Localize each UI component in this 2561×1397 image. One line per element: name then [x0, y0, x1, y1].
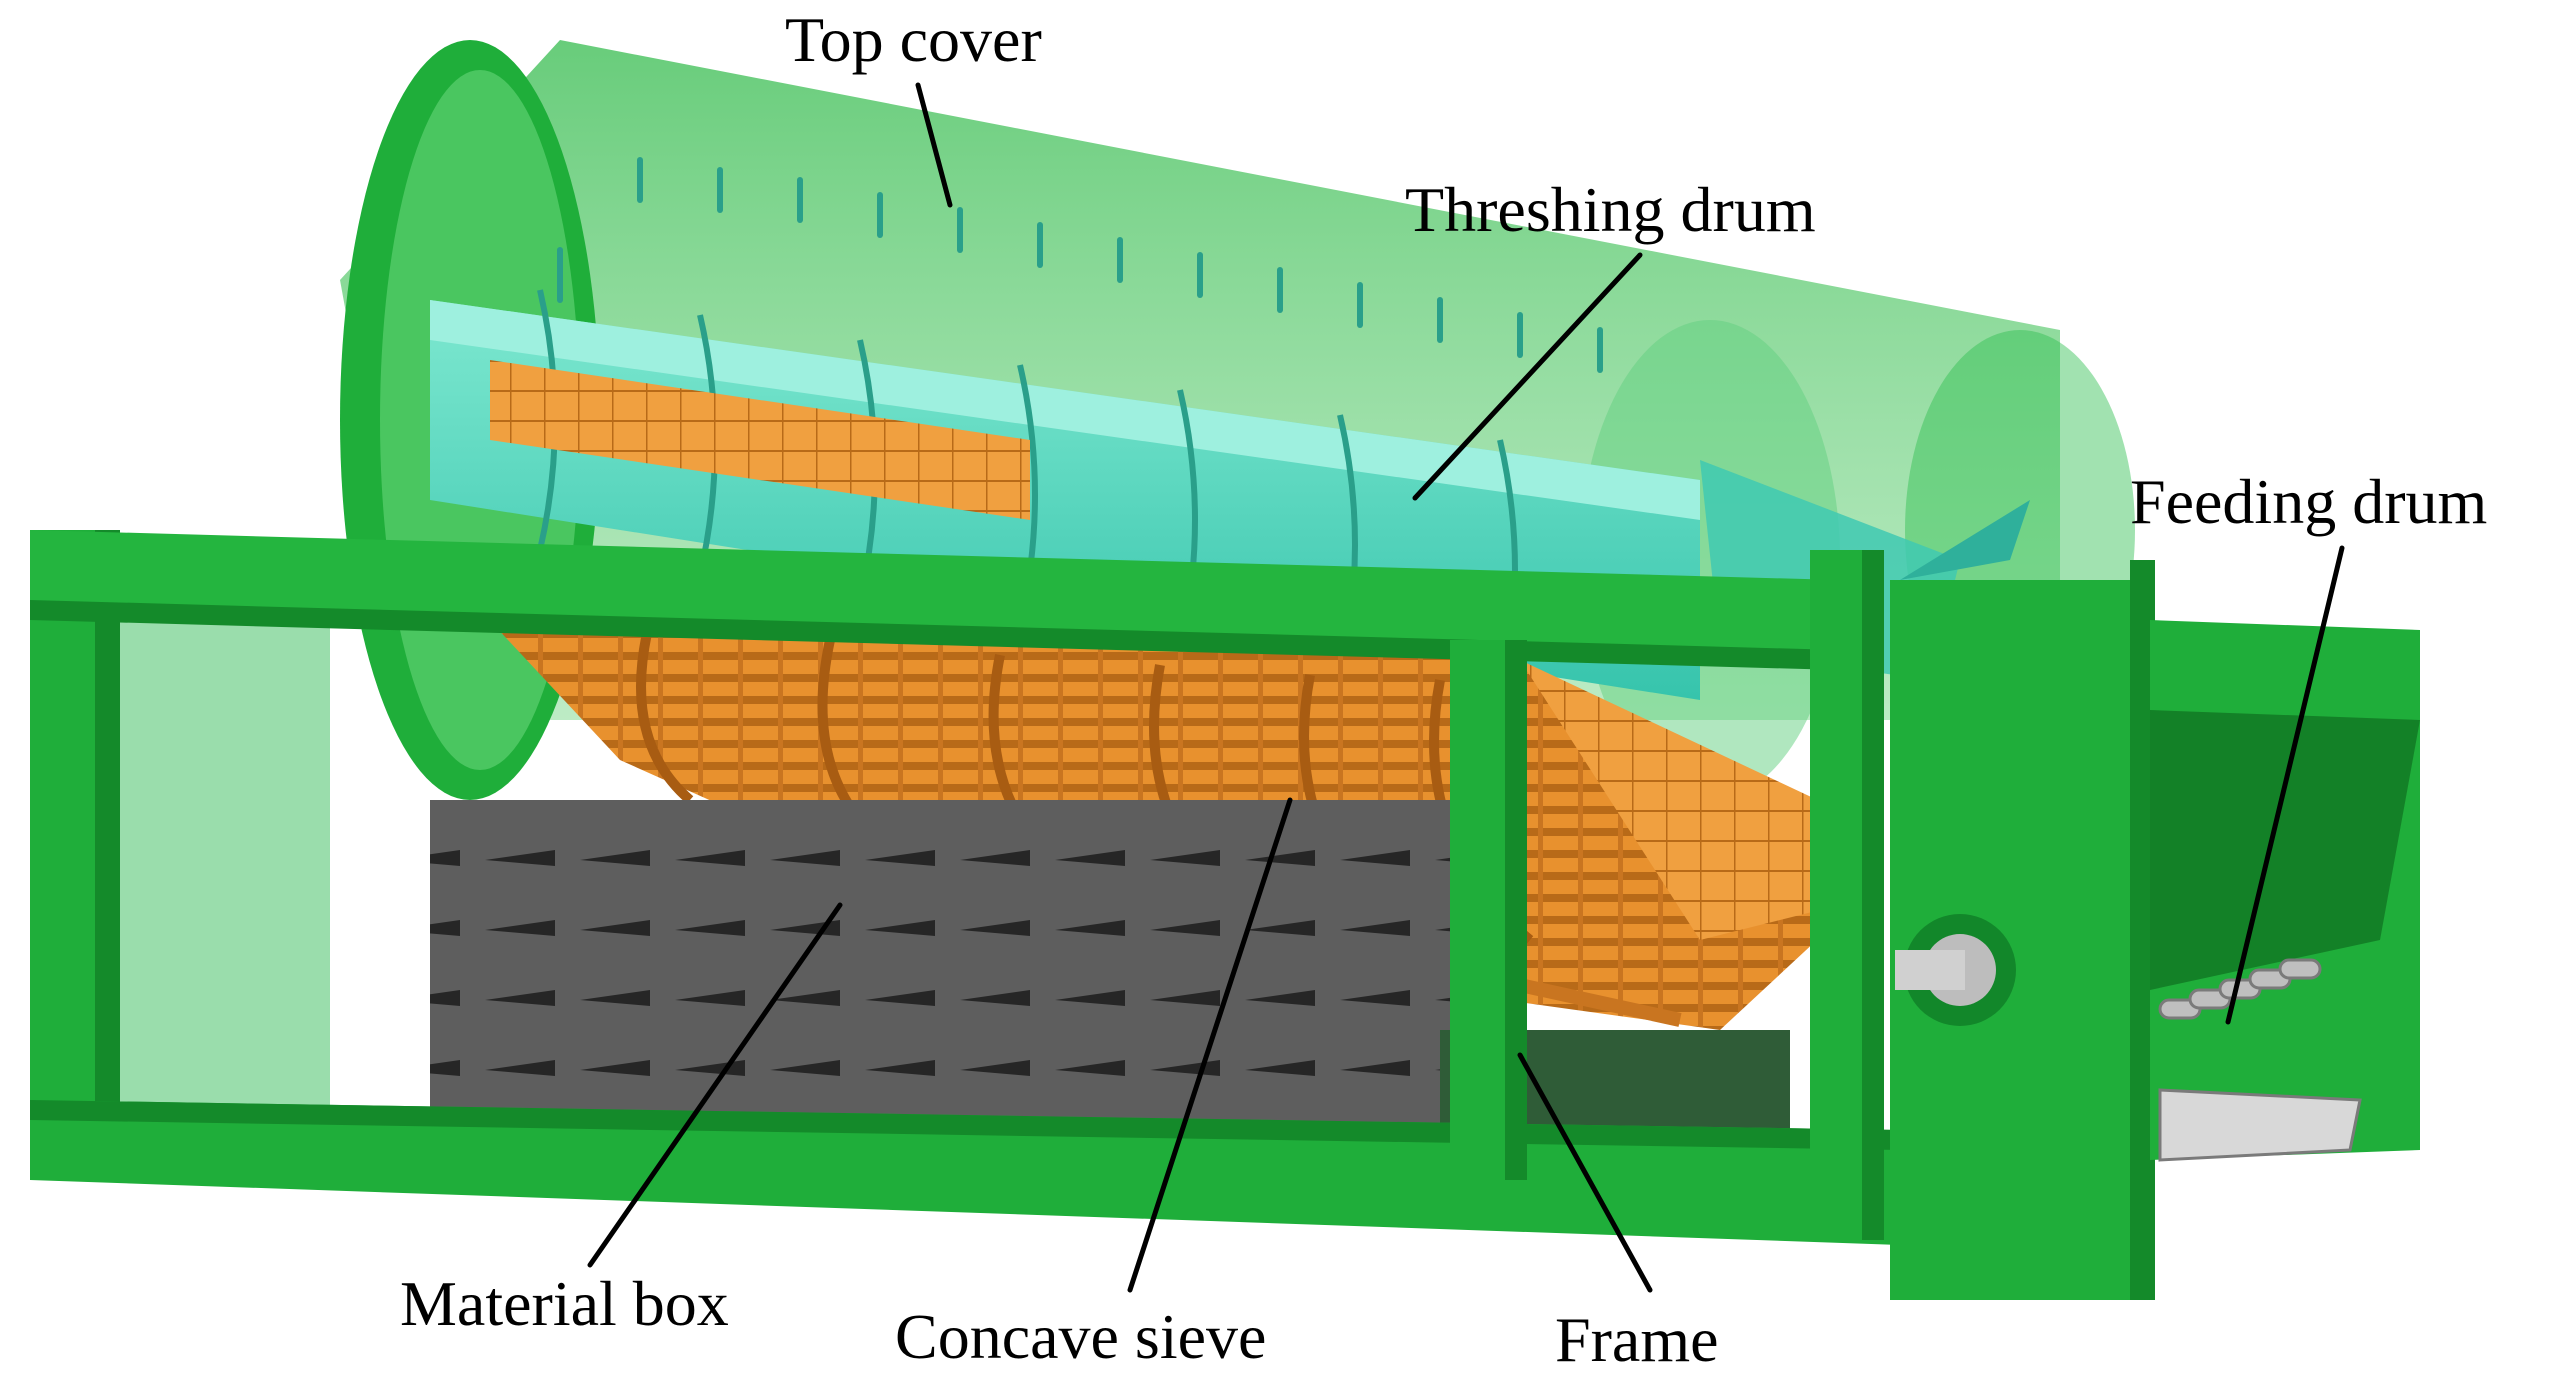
label-concave-sieve: Concave sieve [895, 1301, 1267, 1372]
leader-concave-sieve [1127, 797, 1293, 1293]
leader-threshing-drum [1412, 252, 1643, 501]
frame [30, 530, 2420, 1300]
leader-feeding-drum [2225, 545, 2345, 1025]
feeding-drum-teeth [2158, 958, 2362, 1162]
label-material-box: Material box [400, 1268, 729, 1339]
label-feeding-drum: Feeding drum [2130, 466, 2488, 537]
label-frame: Frame [1555, 1304, 1719, 1375]
leader-material-box [587, 902, 843, 1268]
leader-lines [587, 82, 2345, 1293]
label-threshing-drum: Threshing drum [1405, 174, 1816, 245]
leader-frame [1517, 1052, 1653, 1293]
label-top-cover: Top cover [785, 4, 1042, 75]
leader-top-cover [915, 82, 953, 208]
